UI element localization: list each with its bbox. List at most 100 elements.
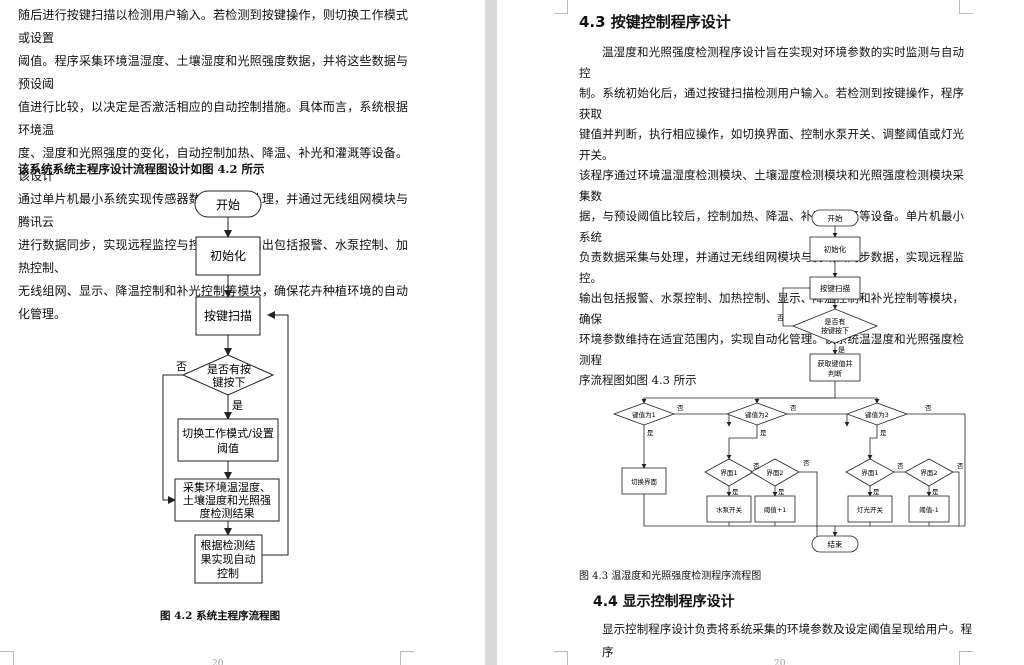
no-label: 否 bbox=[897, 462, 904, 470]
init-label: 初始化 bbox=[210, 249, 246, 263]
scan-box bbox=[195, 296, 261, 336]
page-corner-mark bbox=[959, 651, 973, 665]
end-node bbox=[811, 535, 859, 553]
screen1-decision bbox=[704, 458, 754, 487]
auto-control-box bbox=[194, 534, 263, 584]
screen2-decision bbox=[904, 458, 954, 487]
start-label: 开始 bbox=[216, 198, 240, 212]
yes-label: 是 bbox=[232, 399, 243, 412]
scan-box bbox=[809, 276, 861, 300]
collect-data-box bbox=[174, 478, 280, 522]
page-number: 20 bbox=[212, 659, 224, 665]
init-box bbox=[809, 236, 861, 262]
pump-box bbox=[706, 495, 752, 523]
paragraph-line: 序流程图如图 4.3 所示 bbox=[579, 373, 697, 387]
switch-screen-box bbox=[621, 467, 667, 495]
paragraph-line: 随后进行按键扫描以检测用户输入。若检测到按键操作，则切换工作模式或设置 bbox=[18, 8, 408, 45]
page-corner-mark bbox=[959, 0, 973, 14]
yes-label: 是 bbox=[880, 429, 887, 437]
no-label: 否 bbox=[176, 360, 187, 373]
paragraph-line: 输出包括报警、水泵控制、加热控制、显示、降温控制和补光控制等模块，确保 bbox=[579, 291, 964, 326]
no-label: 否 bbox=[957, 462, 964, 470]
section-heading-4-3: 4.3 按键控制程序设计 bbox=[579, 13, 731, 31]
key3-decision bbox=[845, 402, 909, 426]
control-label-line2: 果实现自动 bbox=[201, 552, 256, 566]
yes-label: 是 bbox=[778, 488, 785, 496]
switch-label-line1: 切换工作模式/设置 bbox=[182, 426, 274, 440]
screen2-decision bbox=[750, 458, 800, 487]
page-corner-mark bbox=[554, 651, 568, 665]
page-number: 20 bbox=[774, 659, 786, 665]
figure-caption-4-2: 图 4.2 系统主程序流程图 bbox=[160, 610, 281, 622]
paragraph-line: 度、湿度和光照强度的变化，自动控制加热、降温、补光和灌溉等设备。该设计 bbox=[18, 146, 408, 183]
page-corner-mark bbox=[0, 651, 14, 665]
decision-label-line1: 是否有按 bbox=[207, 362, 251, 376]
yes-label: 是 bbox=[647, 429, 654, 437]
key3-label: 键值为3 bbox=[865, 410, 889, 419]
decision-line2: 按键按下 bbox=[821, 326, 849, 335]
start-node bbox=[194, 190, 262, 218]
scan-label: 按键扫描 bbox=[204, 309, 252, 323]
get-key-line1: 获取键值并 bbox=[818, 359, 853, 368]
section-heading-4-4: 4.4 显示控制程序设计 bbox=[593, 594, 735, 610]
screen1-decision bbox=[845, 458, 895, 487]
control-label-line3: 控制 bbox=[217, 566, 239, 580]
paragraph-line: 制。系统初始化后，通过按键扫描检测用户输入。若检测到按键操作，程序获取 bbox=[579, 86, 964, 121]
screen1-label: 界面1 bbox=[861, 469, 878, 477]
screen2-label: 界面2 bbox=[920, 469, 937, 477]
key1-decision bbox=[612, 402, 676, 426]
control-label-line1: 根据检测结 bbox=[201, 538, 256, 552]
scan-label: 按键扫描 bbox=[820, 283, 850, 293]
paragraph-line: 阈值。程序采集环境温湿度、土壤湿度和光照强度数据，并将这些数据与预设阈 bbox=[18, 54, 408, 91]
init-box bbox=[195, 236, 261, 276]
collect-label-line3: 度检测结果 bbox=[200, 506, 255, 520]
page-gap bbox=[485, 0, 497, 665]
start-node bbox=[811, 209, 859, 227]
paragraph-line: 温湿度和光照强度检测程序设计旨在实现对环境参数的实时监测与自动控 bbox=[579, 45, 964, 80]
no-branch-line bbox=[162, 374, 183, 504]
light-label: 灯光开关 bbox=[857, 505, 884, 514]
yes-label: 是 bbox=[838, 346, 845, 354]
switch-screen-label: 切换界面 bbox=[631, 477, 658, 486]
left-document-page: 随后进行按键扫描以检测用户输入。若检测到按键操作，则切换工作模式或设置 阈值。程… bbox=[0, 0, 485, 665]
right-document-page: 4.3 按键控制程序设计 温湿度和光照强度检测程序设计旨在实现对环境参数的实时监… bbox=[497, 0, 1024, 665]
figure-intro-bold: 该系统系统主程序设计流程图设计如图 4.2 所示 bbox=[18, 162, 265, 176]
light-box bbox=[847, 495, 893, 523]
switch-label-line2: 阈值 bbox=[217, 441, 239, 455]
screen1-label: 界面1 bbox=[720, 469, 737, 477]
screen2-label: 界面2 bbox=[766, 469, 783, 477]
threshold-plus-box bbox=[754, 495, 796, 523]
start-label: 开始 bbox=[828, 213, 843, 223]
no-label: 否 bbox=[790, 404, 797, 412]
decision-label-line2: 键按下 bbox=[213, 375, 246, 389]
yes-label: 是 bbox=[932, 488, 939, 496]
paragraph-line: 键值并判断，执行相应操作，如切换界面、控制水泵开关、调整阈值或灯光开关。 bbox=[579, 127, 964, 162]
next-paragraph-line: 显示控制程序设计负责将系统采集的环境参数及设定阈值呈现给用户。程序 bbox=[602, 622, 972, 659]
get-key-box bbox=[809, 353, 861, 382]
init-label: 初始化 bbox=[824, 244, 847, 254]
threshold-minus-box bbox=[908, 495, 950, 523]
threshold-minus-label: 阈值-1 bbox=[919, 505, 938, 514]
switch-mode-box bbox=[177, 418, 279, 462]
key2-label: 键值为2 bbox=[745, 410, 769, 419]
get-key-line2: 判断 bbox=[828, 369, 842, 378]
collect-label-line1: 采集环境温湿度、 bbox=[183, 480, 271, 494]
end-label: 结束 bbox=[828, 539, 843, 549]
yes-label: 是 bbox=[732, 488, 739, 496]
no-label: 否 bbox=[777, 314, 784, 322]
paragraph-line: 负责数据采集与处理，并通过无线组网模块与腾讯云同步数据，实现远程监控。 bbox=[579, 250, 964, 285]
loop-back-line bbox=[262, 311, 289, 556]
key1-label: 键值为1 bbox=[632, 410, 656, 419]
page-corner-mark bbox=[554, 0, 568, 14]
yes-label: 是 bbox=[760, 429, 767, 437]
main-program-flowchart: 开始 初始化 按键扫描 是否有按 键按下 否 是 切换工作模式/设置 阈值 采集… bbox=[162, 190, 289, 584]
key-pressed-decision bbox=[791, 308, 879, 344]
paragraph-line: 据，与预设阈值比较后，控制加热、降温、补光和灌溉等设备。单片机最小系统 bbox=[579, 209, 964, 244]
paragraph-line: 环境参数维持在适宜范围内，实现自动化管理。该系统温湿度和光照强度检测程 bbox=[579, 332, 964, 367]
no-label: 否 bbox=[753, 462, 760, 470]
no-label: 否 bbox=[677, 404, 684, 412]
key-detection-flowchart: 开始 初始化 按键扫描 是否有 按键按下 否 是 获取键值并 判断 键值为1 键… bbox=[612, 209, 966, 553]
right-body-paragraph: 温湿度和光照强度检测程序设计旨在实现对环境参数的实时监测与自动控 制。系统初始化… bbox=[579, 42, 964, 391]
paragraph-line: 无线组网、显示、降温控制和补光控制等模块，确保花卉种植环境的自动化管理。 bbox=[18, 284, 408, 321]
paragraph-line: 该程序通过环境温湿度检测模块、土壤湿度检测模块和光照强度检测模块采集数 bbox=[579, 168, 964, 203]
